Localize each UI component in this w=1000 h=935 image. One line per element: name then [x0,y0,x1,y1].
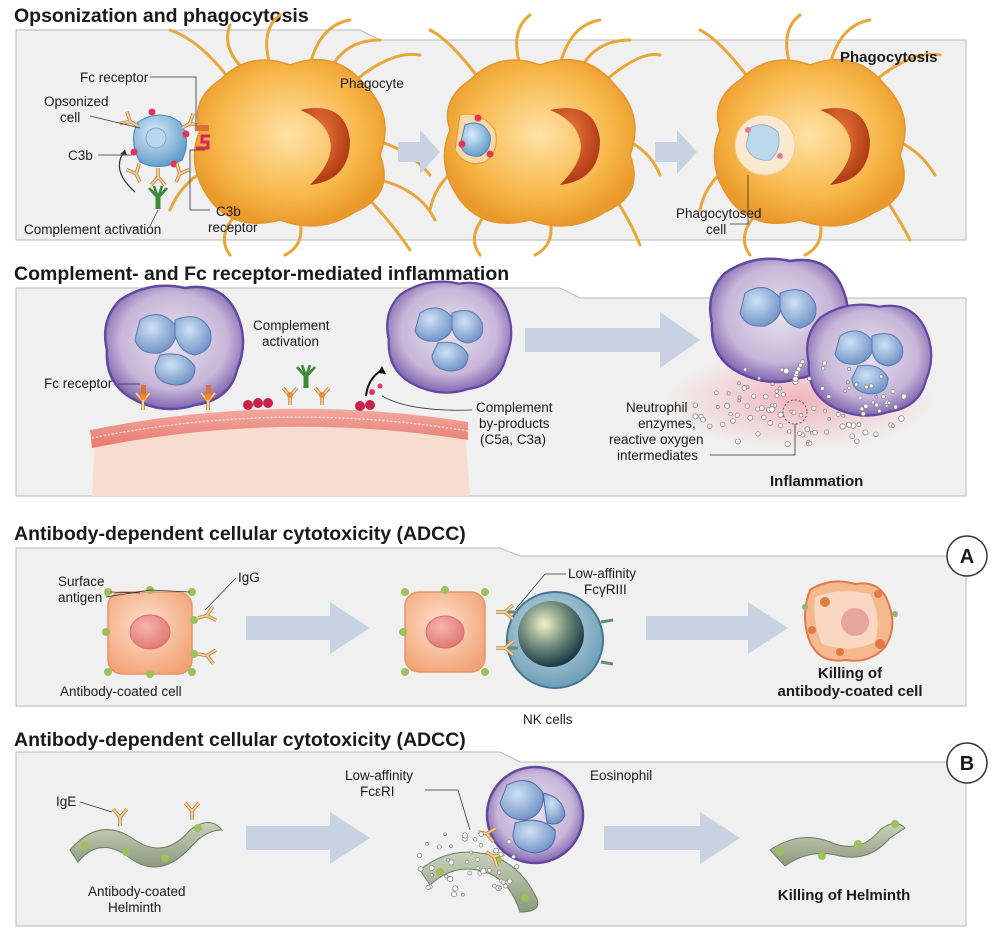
label-antibody-coated-helminth: Antibody-coated [88,884,186,899]
label-opsonized-cell: Opsonized [44,94,109,109]
svg-text:FcεRI: FcεRI [360,784,395,799]
helminth-attacked [419,851,539,913]
svg-text:cell: cell [60,110,80,125]
panel-inflammation: Complement- and Fc receptor-mediated inf… [14,257,967,497]
fc-receptor-stub [195,125,209,131]
svg-text:antibody-coated cell: antibody-coated cell [777,683,922,700]
label-neutrophil-enzymes: Neutrophil [626,400,688,415]
svg-text:FcγRIII: FcγRIII [584,582,627,597]
panel-1-title: Opsonization and phagocytosis [14,5,309,27]
tissue [92,417,470,496]
flow-arrow-2 [655,130,697,174]
flow-arrow-6 [246,812,370,864]
svg-text:(C5a, C3a): (C5a, C3a) [480,432,546,447]
c3b-receptor [196,134,210,150]
panel-adcc-a: Antibody-dependent cellular cytotoxicity… [14,523,988,727]
neutrophil-inflammation-2 [806,303,933,417]
panel-opsonization: Opsonization and phagocytosis [14,5,967,257]
svg-text:reactive oxygen: reactive oxygen [609,432,704,447]
flow-arrow-5 [646,602,788,654]
target-cell-bound [399,586,489,676]
opsonized-cell [118,108,202,187]
panel-3-title: Antibody-dependent cellular cytotoxicity… [14,523,466,545]
label-phagocytosis: Phagocytosis [840,49,938,66]
label-low-affinity-fcgriii: Low-affinity [568,566,636,581]
label-surface-antigen: Surface [58,574,105,589]
label-low-affinity-fceri: Low-affinity [345,768,413,783]
label-c3b-receptor: C3b [216,204,241,219]
phagocyte-2 [428,13,662,257]
panel-4-title: Antibody-dependent cellular cytotoxicity… [14,729,466,751]
svg-text:enzymes,: enzymes, [638,416,696,431]
neutrophil-inflammation-1 [708,257,850,384]
panel-2-title: Complement- and Fc receptor-mediated inf… [14,263,509,285]
helminth-coated [69,801,224,868]
panel-adcc-b: Antibody-dependent cellular cytotoxicity… [14,729,988,927]
svg-text:Helminth: Helminth [108,900,161,915]
cell-membrane [90,408,468,448]
released-granules [692,359,907,448]
helminth-killed [769,820,906,867]
label-igg: IgG [238,570,260,585]
phagocyte-1 [168,13,437,257]
flow-arrow-1 [398,130,440,174]
label-eosinophil: Eosinophil [590,768,652,783]
svg-text:antigen: antigen [58,590,102,605]
svg-text:cell: cell [706,222,726,237]
svg-text:by-products: by-products [479,416,550,431]
svg-text:activation: activation [262,334,319,349]
label-complement-activation-2: Complement [253,318,330,333]
membrane-complement [243,363,386,411]
tag-b-badge [946,742,988,784]
label-c3b: C3b [68,148,93,163]
antibody-coated-cell [102,586,218,678]
tag-b: B [960,753,974,775]
svg-text:intermediates: intermediates [617,448,698,463]
killed-cell [802,580,898,662]
neutrophil-activated [386,280,513,394]
label-complement-byproducts: Complement [476,400,553,415]
label-ige: IgE [56,794,76,809]
svg-text:receptor: receptor [208,220,258,235]
label-phagocytosed-cell: Phagocytosed [676,206,762,221]
eosinophil [485,765,585,865]
label-nk-cells: NK cells [523,712,573,727]
label-killing-helminth: Killing of Helminth [778,887,911,904]
eosinophil-granules [416,831,520,898]
nk-cell [506,591,614,689]
label-killing-coated-cell: Killing of [818,665,883,682]
label-phagocyte: Phagocyte [340,76,404,91]
flow-arrow-7 [604,812,740,864]
label-fc-receptor: Fc receptor [80,70,149,85]
flow-arrow-4 [246,602,370,654]
label-inflammation: Inflammation [770,473,863,490]
tag-a-badge [946,535,988,577]
phagocyte-nucleus [300,108,350,185]
label-antibody-coated-cell: Antibody-coated cell [60,684,182,699]
label-complement-activation: Complement activation [24,222,161,237]
neutrophil-bound [103,284,245,411]
tag-a: A [960,546,974,568]
label-fc-receptor-2: Fc receptor [44,376,113,391]
flow-arrow-3 [525,312,700,368]
phagocyte-3 [698,13,942,257]
